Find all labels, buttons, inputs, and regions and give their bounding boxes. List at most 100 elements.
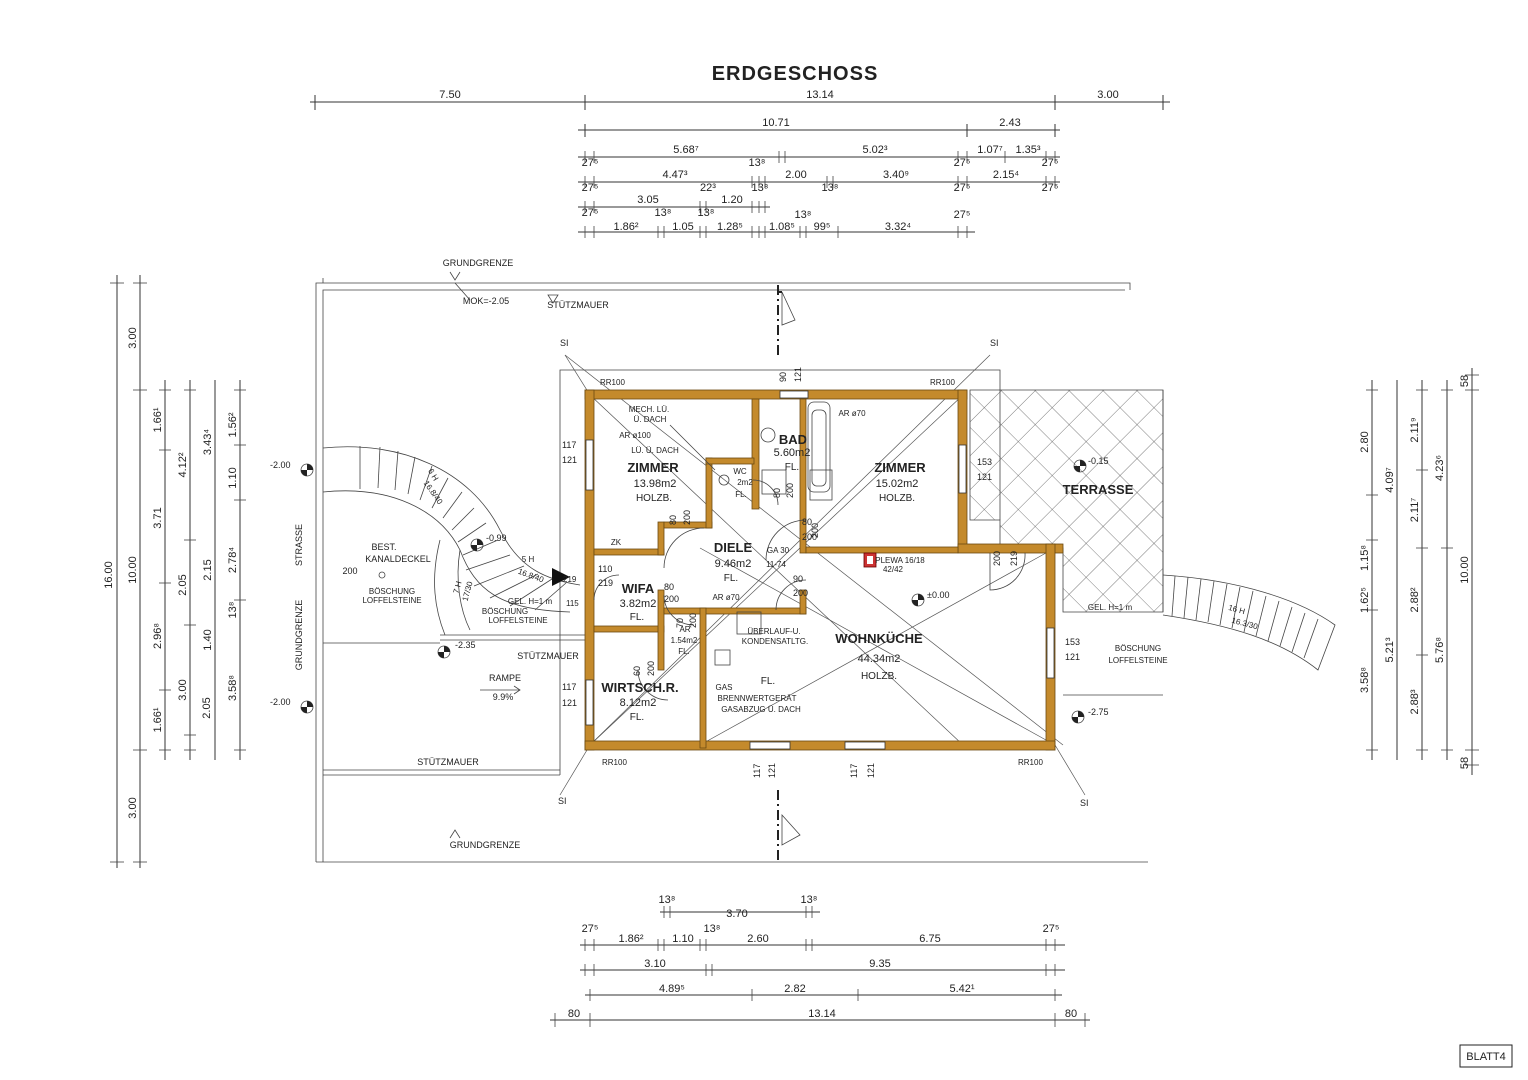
dim-top4-4: 2.00	[785, 169, 806, 181]
level-6: ±0.00	[927, 590, 949, 600]
stuetzmauer-top: STÜTZMAUER	[547, 300, 609, 310]
svg-text:10.00: 10.00	[1459, 556, 1471, 584]
grundgrenze-left: GRUNDGRENZE	[294, 600, 304, 671]
svg-text:200: 200	[688, 613, 698, 628]
dim-top6-4: 99⁵	[814, 221, 831, 233]
wall-marker-icon	[547, 294, 559, 304]
dim-top4-5: 13⁸	[822, 182, 839, 194]
ar100-label: AR ø100	[619, 431, 651, 440]
stuetzmauer-mid: STÜTZMAUER	[517, 651, 579, 661]
boesch-mid-2: LOFFELSTEINE	[488, 616, 547, 625]
svg-text:3.58⁸: 3.58⁸	[227, 675, 239, 701]
svg-text:15.02m2: 15.02m2	[876, 478, 919, 490]
svg-text:58: 58	[1459, 757, 1471, 769]
svg-text:3.58⁸: 3.58⁸	[1359, 667, 1371, 693]
si-diagonals	[559, 354, 1086, 796]
svg-text:WC: WC	[733, 467, 747, 476]
level-marker-icon	[1071, 710, 1085, 724]
left-staircase	[322, 446, 581, 636]
svg-text:ZIMMER: ZIMMER	[874, 460, 926, 475]
dim-top1-b: 13.14	[806, 89, 834, 101]
svg-text:13.98m2: 13.98m2	[634, 478, 677, 490]
gel-right: GEL. H=1 m	[1088, 603, 1133, 612]
dim-top4-1: 4.47³	[662, 169, 687, 181]
svg-text:HOLZB.: HOLZB.	[636, 493, 672, 504]
level-markers	[300, 459, 1087, 724]
lu-dach-label: LÜ. Ü. DACH	[631, 446, 679, 455]
level-marker-icon	[300, 700, 314, 714]
boesch-right-1: BÖSCHUNG	[1115, 644, 1161, 653]
svg-text:3.71: 3.71	[152, 507, 164, 528]
mok-label: MOK=-2.05	[463, 296, 509, 306]
svg-text:13.14: 13.14	[808, 1008, 836, 1020]
rampe-arrow-icon	[480, 685, 521, 695]
dim-top6-2: 1.28⁵	[717, 221, 743, 233]
svg-text:4.12²: 4.12²	[177, 452, 189, 477]
terrasse-label: TERRASSE	[1063, 482, 1134, 497]
dim-top5-3: 1.20	[721, 194, 742, 206]
svg-text:HOLZB.: HOLZB.	[861, 671, 897, 682]
sink-icon	[736, 611, 762, 635]
dim-top3-0: 27⁵	[582, 157, 599, 169]
dim-top1-c: 3.00	[1097, 89, 1118, 101]
right-dimension-chains: 10.00 58 58 2.80 4.09⁷ 1.15⁸ 1.62⁵ 3.58⁸…	[1359, 368, 1479, 775]
svg-text:219: 219	[598, 578, 613, 588]
svg-text:117: 117	[562, 682, 576, 692]
doors	[593, 479, 1026, 701]
svg-text:200: 200	[785, 483, 795, 498]
section-cut-top	[777, 285, 796, 355]
svg-text:44.34m2: 44.34m2	[858, 653, 901, 665]
svg-text:ZIMMER: ZIMMER	[627, 460, 679, 475]
svg-text:1.15⁸: 1.15⁸	[1359, 545, 1371, 571]
svg-text:2.11⁹: 2.11⁹	[1409, 417, 1421, 442]
svg-text:121: 121	[767, 763, 777, 778]
kanal-icon	[378, 571, 386, 579]
dim-200-left: 200	[342, 566, 357, 576]
level-7: -2.75	[1088, 707, 1109, 717]
svg-text:FL.: FL.	[724, 573, 738, 584]
rr-se: RR100	[1018, 758, 1043, 767]
room-zimmer-2: ZIMMER 15.02m2 HOLZB.	[874, 460, 926, 504]
svg-text:200: 200	[810, 523, 820, 538]
svg-text:80: 80	[772, 488, 782, 498]
level-marker-icon	[1073, 459, 1087, 473]
svg-text:FL.: FL.	[630, 612, 644, 623]
right-staircase	[1162, 574, 1336, 671]
dim-top6-0: 1.86²	[613, 221, 638, 233]
ar70-top: AR ø70	[838, 409, 866, 418]
stair-treads-left	[359, 446, 567, 611]
svg-text:13⁸: 13⁸	[801, 894, 818, 906]
svg-text:3.00: 3.00	[177, 679, 189, 700]
svg-text:10.00: 10.00	[127, 556, 139, 584]
site-boundaries	[315, 278, 1148, 863]
fixtures	[714, 401, 877, 666]
grundgrenze-bottom: GRUNDGRENZE	[450, 840, 521, 850]
gel-left: GEL. H=1 m	[508, 597, 553, 606]
svg-text:5.21³: 5.21³	[1384, 637, 1396, 662]
svg-text:WIFA: WIFA	[622, 581, 655, 596]
si-sw: SI	[558, 796, 567, 806]
bottom-dimension-chains: 13⁸ 3.70 13⁸ 27⁵ 1.86² 1.10 13⁸ 2.60 6.7…	[550, 894, 1090, 1027]
svg-text:2.82: 2.82	[784, 983, 805, 995]
top-dimension-chains: 7.50 13.14 3.00 10.71 2.43 27⁵ 5.68⁷ 13⁸…	[310, 89, 1170, 238]
dim-top5-2: 13⁸	[655, 207, 672, 219]
svg-text:1.62⁵: 1.62⁵	[1359, 587, 1371, 613]
svg-text:80: 80	[668, 515, 678, 525]
svg-text:3.70: 3.70	[726, 908, 747, 920]
stuetzmauer-bottom: STÜTZMAUER	[417, 757, 479, 767]
stair-left-upper2: 16.8/40	[422, 479, 445, 506]
rampe-label: RAMPE	[489, 673, 521, 683]
dim-top4-7: 27⁵	[954, 182, 971, 194]
svg-text:4.09⁷: 4.09⁷	[1384, 467, 1396, 492]
svg-text:6.75: 6.75	[919, 933, 940, 945]
stair-right: 16 H	[1227, 603, 1246, 616]
room-wirtsch: WIRTSCH.R. 8.12m2 FL.	[601, 680, 678, 723]
svg-text:2.15: 2.15	[202, 559, 214, 580]
svg-text:153: 153	[1065, 637, 1080, 647]
svg-text:2.96⁸: 2.96⁸	[152, 623, 164, 649]
svg-text:1.54m2: 1.54m2	[671, 636, 698, 645]
svg-text:110: 110	[598, 564, 612, 574]
dim-top4-6: 3.40⁹	[883, 169, 909, 181]
windows	[585, 390, 1055, 750]
svg-text:FL.: FL.	[785, 462, 799, 473]
